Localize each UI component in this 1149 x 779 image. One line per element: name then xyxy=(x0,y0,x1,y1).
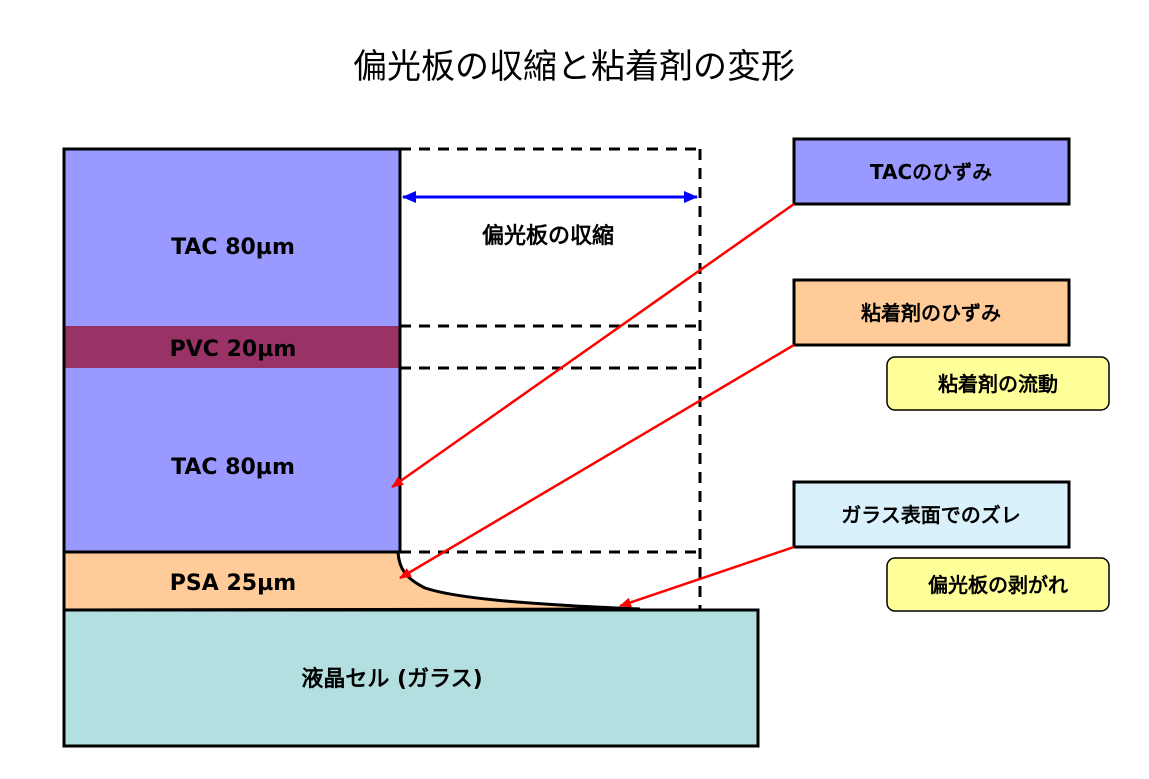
adhesive-strain-arrow xyxy=(399,343,795,580)
shrinkage-label: 偏光板の収縮 xyxy=(482,223,614,249)
tac-strain-arrow xyxy=(391,202,795,489)
psa-label: PSA 25µm xyxy=(170,571,296,596)
tac-bottom-layer xyxy=(64,368,400,552)
callout-glass-slip xyxy=(792,480,1071,549)
callout-polarizer-peel xyxy=(886,557,1110,612)
callout-adhesive-strain xyxy=(792,278,1071,347)
callout-adhesive-strain-label: 粘着剤のひずみ xyxy=(861,301,1001,325)
polarizer-stack-outline xyxy=(62,147,402,554)
callout-glass-slip-label: ガラス表面でのズレ xyxy=(841,503,1021,527)
psa-layer xyxy=(62,550,641,612)
glass-slip-arrow xyxy=(619,545,795,608)
pvc-label: PVC 20µm xyxy=(170,337,297,362)
callout-tac-strain-label: TACのひずみ xyxy=(870,160,992,184)
diagram-title: 偏光板の収縮と粘着剤の変形 xyxy=(353,47,795,87)
tac-top-layer xyxy=(64,149,400,326)
pointer-arrows xyxy=(391,202,795,608)
callout-adhesive-flow-label: 粘着剤の流動 xyxy=(938,372,1058,396)
callout-adhesive-flow xyxy=(886,356,1110,411)
glass-layer xyxy=(62,608,760,748)
callout-polarizer-peel-label: 偏光板の剥がれ xyxy=(928,573,1068,597)
tac-bottom-label: TAC 80µm xyxy=(171,455,295,480)
callout-tac-strain xyxy=(792,137,1071,206)
pvc-layer xyxy=(64,326,400,368)
glass-label: 液晶セル (ガラス) xyxy=(301,666,482,692)
original-extent-dashed xyxy=(400,147,702,610)
tac-top-label: TAC 80µm xyxy=(171,235,295,260)
